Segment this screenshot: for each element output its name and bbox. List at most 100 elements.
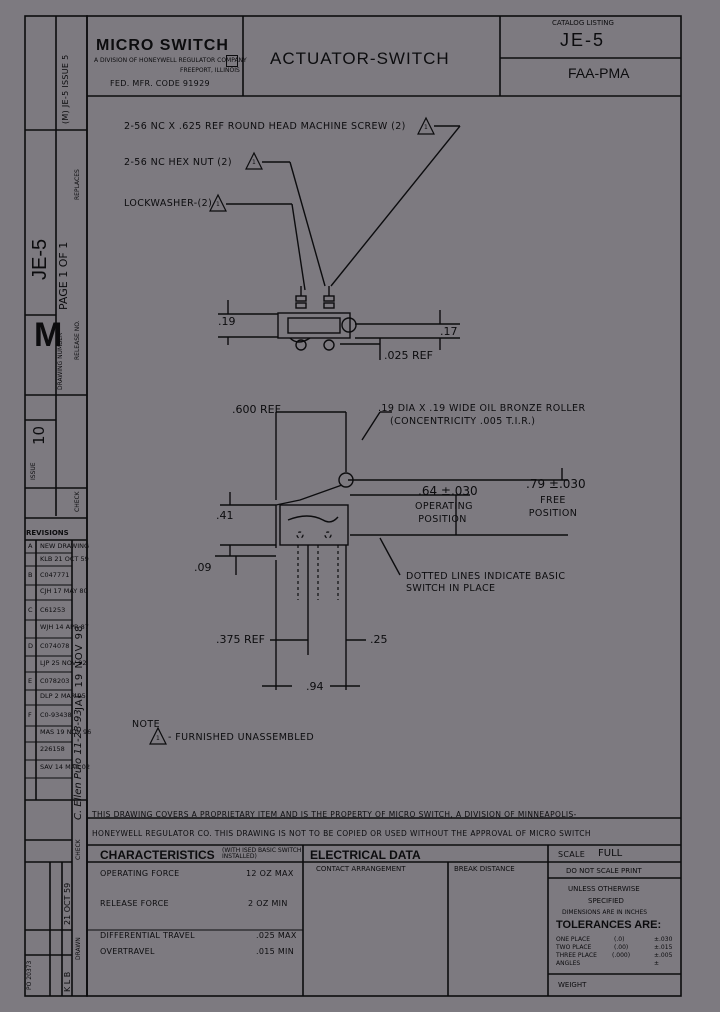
rev-letter: E (28, 677, 33, 685)
dim-41: .41 (216, 509, 234, 522)
drawing-title: ACTUATOR-SWITCH (270, 49, 450, 68)
tol-value: ±.005 (654, 952, 673, 959)
tolerances-title: TOLERANCES ARE: (556, 919, 662, 931)
rev-text: MAS 19 NOV 96 (40, 728, 92, 736)
dim-25: .25 (370, 633, 388, 646)
char-value: .015 MIN (256, 947, 295, 956)
drawing-series-letter: M (34, 316, 63, 354)
char-value: 2 OZ MIN (248, 899, 288, 908)
check-label-bottom: CHECK (75, 839, 82, 860)
rev-text: C078203 (40, 677, 70, 685)
do-not-scale: DO NOT SCALE PRINT (566, 867, 642, 875)
characteristics-note: (WITH ISED BASIC SWITCH INSTALLED) (222, 847, 302, 860)
check-label: CHECK (74, 491, 81, 512)
operating-position-label: OPERATING POSITION (415, 501, 473, 525)
electrical-title: ELECTRICAL DATA (310, 848, 421, 862)
note-ref-lockwasher: 1 (216, 201, 220, 208)
rev-text: SAV 14 MAR 02 (40, 763, 91, 771)
break-distance-header: BREAK DISTANCE (454, 865, 515, 873)
tol-label: ANGLES (556, 960, 581, 967)
callout-lockwasher: LOCKWASHER-(2) (124, 198, 213, 209)
drawn-by: K L B (63, 971, 72, 992)
replaces-label: REPLACES (74, 169, 81, 200)
char-value: .025 MAX (256, 931, 297, 940)
tol-label: ONE PLACE (556, 936, 590, 943)
rev-text: DLP 2 MAR 95 (40, 692, 86, 700)
rev-text: C074078 (40, 642, 70, 650)
je-issue-label: (M) JE-5 ISSUE 5 (61, 54, 70, 124)
drawn-date: 21 OCT 59 (63, 882, 72, 925)
form-number: PO 20373 (26, 960, 33, 990)
callout-screw: 2-56 NC X .625 REF ROUND HEAD MACHINE SC… (124, 121, 406, 132)
tol-value: ± (654, 960, 660, 967)
tol-label: THREE PLACE (556, 952, 597, 959)
dim-19: .19 (218, 315, 236, 328)
tol-value: ±.015 (654, 944, 673, 951)
proprietary-line-1: THIS DRAWING COVERS A PROPRIETARY ITEM A… (92, 810, 577, 819)
scale-value: FULL (598, 848, 623, 859)
note-text: - FURNISHED UNASSEMBLED (168, 732, 315, 743)
char-label: OPERATING FORCE (100, 869, 180, 878)
issue-label: ISSUE (30, 462, 37, 480)
rev-letter: C (28, 606, 33, 614)
rev-text: KLB 21 OCT 59 (40, 555, 89, 563)
note-ref-symbol: 1 (156, 735, 160, 742)
catalog-listing-label: CATALOG LISTING (552, 19, 614, 27)
scale-label: SCALE (558, 850, 586, 859)
dim-09: .09 (194, 561, 212, 574)
company-logo-text: MICRO SWITCH (96, 37, 229, 54)
contact-arrangement-header: CONTACT ARRANGEMENT (316, 865, 406, 873)
rev-letter: D (28, 642, 34, 650)
company-subtitle: A DIVISION OF HONEYWELL REGULATOR COMPAN… (94, 57, 247, 64)
proprietary-line-2: HONEYWELL REGULATOR CO. THIS DRAWING IS … (92, 829, 591, 838)
rev-text: C0-93438 (40, 711, 72, 719)
rev-text: LJP 25 NOV 92 (40, 659, 87, 667)
company-location: FREEPORT, ILLINOIS (180, 67, 240, 74)
dim-025-ref: .025 REF (384, 349, 433, 362)
dims-in-inches: DIMENSIONS ARE IN INCHES (562, 909, 648, 916)
catalog-listing-value: JE-5 (560, 30, 606, 50)
tol-value: ±.030 (654, 936, 673, 943)
specified: SPECIFIED (588, 897, 624, 905)
rev-text: 226158 (40, 745, 65, 753)
fed-mfr-code: FED. MFR. CODE 91929 (110, 79, 210, 88)
logo-mark-icon (226, 55, 238, 67)
drawn-label: DRAWN (75, 937, 82, 960)
dim-375-ref: .375 REF (216, 633, 265, 646)
drawing-number-label: DRAWING NUMBER (57, 332, 64, 390)
char-value: 12 OZ MAX (246, 869, 294, 878)
roller-concentricity: (CONCENTRICITY .005 T.I.R.) (390, 416, 536, 427)
tol-format: (.00) (614, 944, 629, 951)
char-label: DIFFERENTIAL TRAVEL (100, 931, 195, 940)
dim-operating: .64 ±.030 (418, 484, 478, 498)
dim-17: .17 (440, 325, 458, 338)
tol-format: (.000) (612, 952, 631, 959)
char-label: OVERTRAVEL (100, 947, 155, 956)
dim-free: .79 ±.030 (526, 477, 586, 491)
roller-note: .19 DIA X .19 WIDE OIL BRONZE ROLLER (378, 403, 586, 414)
release-no-label: RELEASE NO. (74, 320, 81, 360)
vertical-page-number: PAGE 1 OF 1 (57, 241, 70, 310)
unless-otherwise: UNLESS OTHERWISE (568, 885, 640, 893)
rev-text: C61253 (40, 606, 66, 614)
rev-text: WJH 14 APR 87 (40, 623, 89, 631)
dim-94: .94 (306, 680, 324, 693)
note-ref-nut: 1 (252, 159, 256, 166)
characteristics-title: CHARACTERISTICS (100, 848, 215, 862)
revisions-label: REVISIONS (26, 529, 69, 537)
vertical-part-number: JE-5 (29, 238, 51, 280)
issue-number: 10 (30, 425, 48, 445)
faa-pma: FAA-PMA (568, 65, 630, 81)
note-label: NOTE (132, 719, 160, 730)
weight-label: WEIGHT (558, 981, 587, 989)
char-label: RELEASE FORCE (100, 899, 169, 908)
rev-text: NEW DRAWING (40, 542, 90, 550)
free-position-label: FREE POSITION (528, 495, 578, 519)
tol-format: (.0) (614, 936, 625, 943)
callout-nut: 2-56 NC HEX NUT (2) (124, 157, 232, 168)
dim-600-ref: .600 REF (232, 403, 281, 416)
rev-text: C047771 (40, 571, 70, 579)
rev-text: CJH 17 MAY 80 (40, 587, 88, 595)
tol-label: TWO PLACE (556, 944, 592, 951)
